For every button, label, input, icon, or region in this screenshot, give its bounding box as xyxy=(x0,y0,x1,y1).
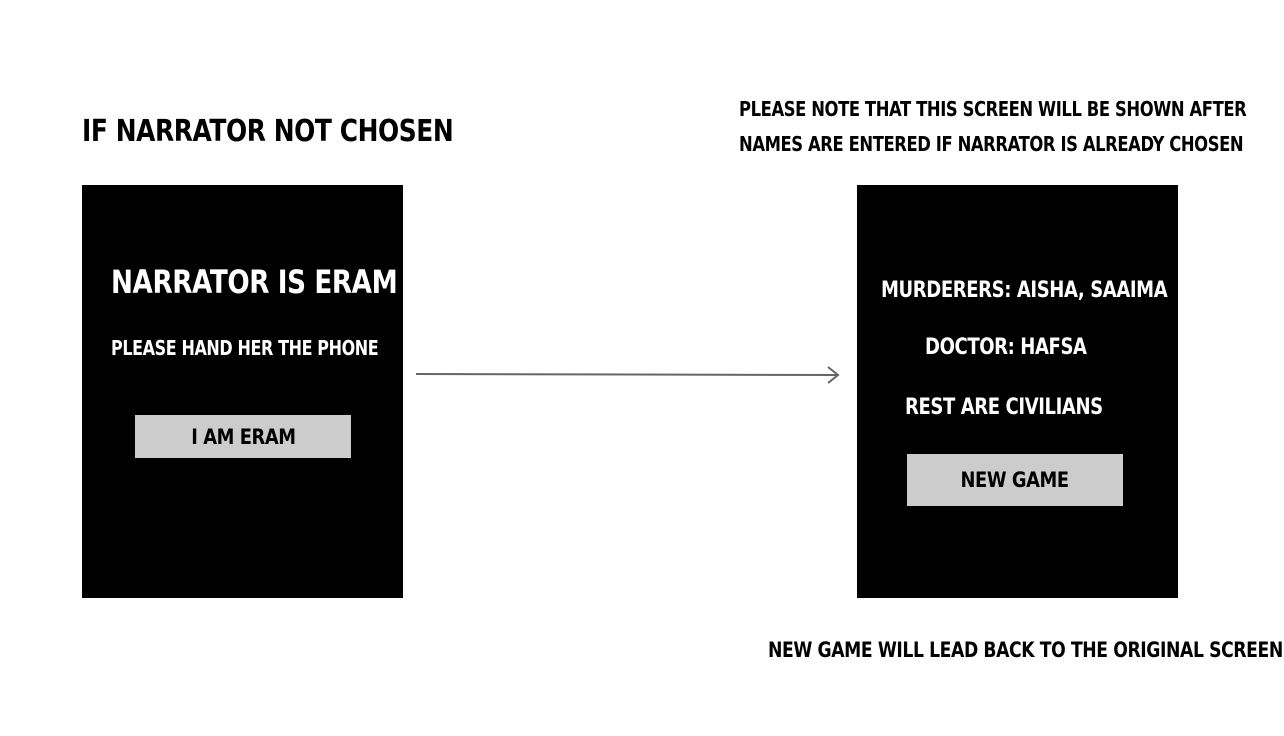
screen-note: PLEASE NOTE THAT THIS SCREEN WILL BE SHO… xyxy=(739,92,1247,162)
i-am-eram-button[interactable]: I AM ERAM xyxy=(135,415,351,458)
roles-screen-mockup: MURDERERS: AISHA, SAAIMA DOCTOR: HAFSA R… xyxy=(857,185,1178,598)
left-section-title: IF NARRATOR NOT CHOSEN xyxy=(82,114,454,149)
doctor-text: DOCTOR: HAFSA xyxy=(925,335,1087,360)
murderers-text: MURDERERS: AISHA, SAAIMA xyxy=(881,278,1168,303)
screen-note-line-1: PLEASE NOTE THAT THIS SCREEN WILL BE SHO… xyxy=(739,97,1247,121)
narrator-screen-mockup: NARRATOR IS ERAM PLEASE HAND HER THE PHO… xyxy=(82,185,403,598)
civilians-text: REST ARE CIVILIANS xyxy=(905,395,1103,420)
flow-arrow xyxy=(415,366,840,384)
footer-note: NEW GAME WILL LEAD BACK TO THE ORIGINAL … xyxy=(768,638,1283,662)
new-game-button[interactable]: NEW GAME xyxy=(907,454,1123,506)
narrator-title: NARRATOR IS ERAM xyxy=(111,263,398,301)
new-game-button-label: NEW GAME xyxy=(960,468,1070,492)
screen-note-line-2: NAMES ARE ENTERED IF NARRATOR IS ALREADY… xyxy=(739,132,1244,156)
hand-phone-instruction: PLEASE HAND HER THE PHONE xyxy=(111,336,379,360)
i-am-eram-button-label: I AM ERAM xyxy=(190,424,296,449)
